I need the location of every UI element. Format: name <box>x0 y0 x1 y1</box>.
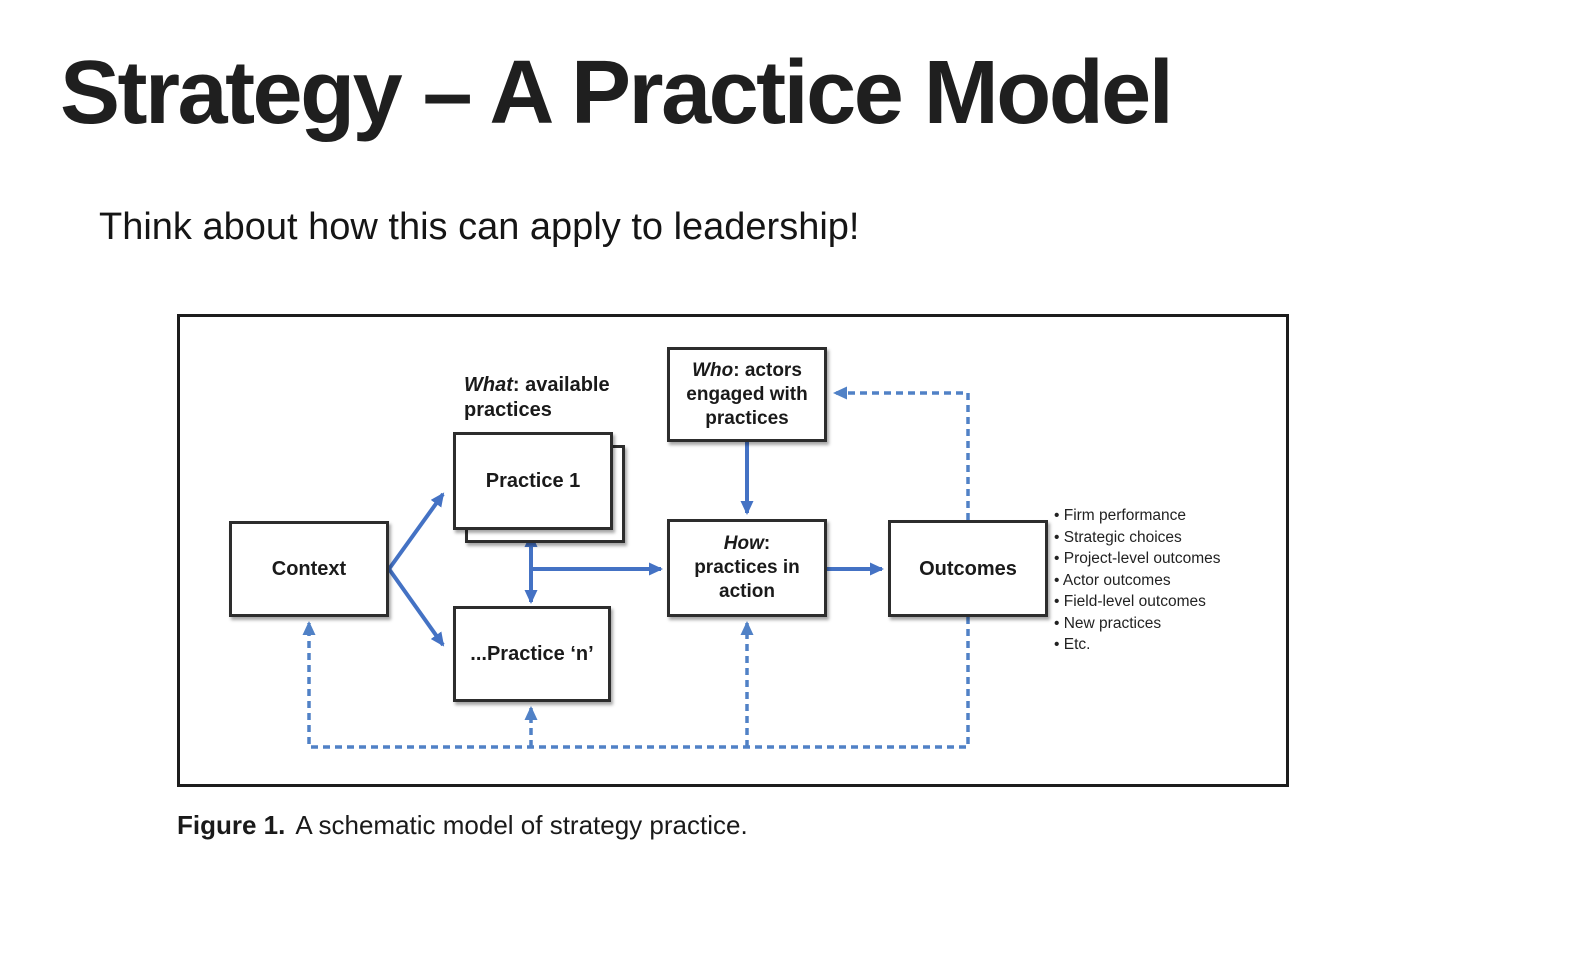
slide-title: Strategy – A Practice Model <box>60 43 1174 143</box>
how-word: How <box>723 533 764 554</box>
who-word: Who <box>692 359 734 381</box>
who-box: Who: actors engaged with practices <box>667 347 827 442</box>
outcomes-label: Outcomes <box>919 557 1017 580</box>
list-item: Project-level outcomes <box>1054 548 1274 570</box>
how-line1: How: <box>676 532 818 556</box>
practice-1-box: Practice 1 <box>453 432 613 530</box>
outcomes-bullet-list: Firm performance Strategic choices Proje… <box>1054 505 1274 656</box>
what-rest: : available practices <box>464 374 610 421</box>
what-available-practices-label: What: available practices <box>464 373 634 423</box>
figure-caption-text: A schematic model of strategy practice. <box>295 810 748 840</box>
practice-1-label: Practice 1 <box>485 470 581 492</box>
practice-n-box: ...Practice ‘n’ <box>453 606 611 702</box>
diagram-canvas: What: available practices Practice 1 Con… <box>180 317 1286 784</box>
who-label: Who: actors engaged with practices <box>676 359 818 431</box>
outcomes-box: Outcomes <box>888 520 1048 617</box>
list-item: Field-level outcomes <box>1054 591 1274 613</box>
how-colon: : <box>763 533 771 554</box>
context-label: Context <box>271 558 347 580</box>
list-item: Firm performance <box>1054 505 1274 527</box>
what-word: What <box>464 374 513 396</box>
list-item: Etc. <box>1054 634 1274 656</box>
list-item: Actor outcomes <box>1054 570 1274 592</box>
slide-subtitle: Think about how this can apply to leader… <box>99 206 860 248</box>
how-line2: practices in action <box>694 557 800 602</box>
figure-caption: Figure 1. A schematic model of strategy p… <box>177 810 748 841</box>
who-rest: : actors engaged with practices <box>686 359 808 429</box>
how-label: How: practices in action <box>676 532 818 604</box>
diagram-arrows <box>302 386 970 749</box>
practice-n-label: ...Practice ‘n’ <box>470 643 594 665</box>
figure-caption-label: Figure 1. <box>177 810 286 840</box>
how-box: How: practices in action <box>667 519 827 617</box>
context-box: Context <box>229 521 389 617</box>
figure-panel: What: available practices Practice 1 Con… <box>177 314 1289 787</box>
list-item: Strategic choices <box>1054 527 1274 549</box>
list-item: New practices <box>1054 613 1274 635</box>
